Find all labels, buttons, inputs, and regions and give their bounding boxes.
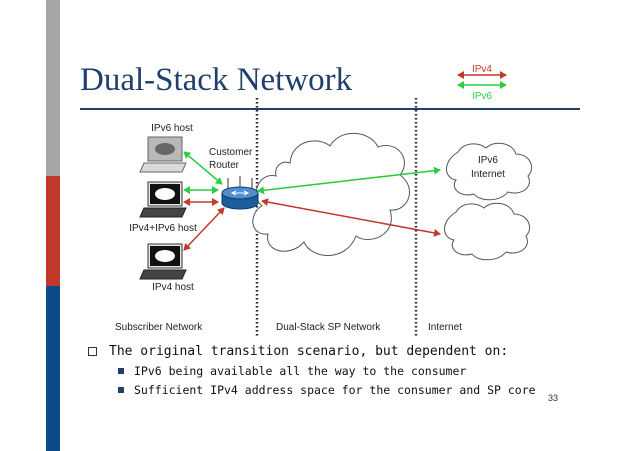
filled-square-bullet-icon (118, 368, 124, 374)
filled-square-bullet-icon (118, 387, 124, 393)
ipv6-internet-label-line2: Internet (471, 169, 505, 180)
router-label-line1: Customer (209, 147, 253, 158)
zone-label-internet: Internet (428, 322, 462, 333)
dual-stack-host-computer (139, 181, 187, 218)
ipv6-host-label: IPv6 host (151, 123, 193, 134)
bullet-sub-text: IPv6 being available all the way to the … (134, 364, 467, 378)
bullet-list: The original transition scenario, but de… (88, 344, 558, 397)
bullet-main-text: The original transition scenario, but de… (109, 344, 509, 359)
zone-label-sp: Dual-Stack SP Network (276, 322, 381, 333)
bullet-main: The original transition scenario, but de… (88, 344, 558, 359)
legend-ipv6-label: IPv6 (472, 91, 492, 102)
sp-network-cloud (252, 132, 410, 256)
link-ipv4-host-router (183, 207, 225, 251)
router-label-line2: Router (209, 160, 240, 171)
link-ipv6-host-router (183, 151, 223, 185)
ipv4-host-computer (139, 243, 187, 280)
zone-label-subscriber: Subscriber Network (115, 322, 203, 333)
ipv4-host-label: IPv4 host (152, 282, 194, 293)
customer-router-icon (221, 176, 259, 210)
ipv6-internet-cloud (446, 142, 532, 201)
ipv6-internet-label-line1: IPv6 (478, 155, 498, 166)
accent-bar-blue (46, 286, 60, 451)
bullet-sub: IPv6 being available all the way to the … (118, 364, 558, 378)
dual-stack-host-label: IPv4+IPv6 host (129, 223, 197, 234)
hollow-square-bullet-icon (88, 347, 97, 356)
bullet-sub: Sufficient IPv4 address space for the co… (118, 383, 558, 397)
title-underline (80, 108, 580, 110)
accent-bar-gray (46, 0, 60, 176)
bullet-sub-text: Sufficient IPv4 address space for the co… (134, 383, 536, 397)
link-router-ipv4-internet (261, 198, 441, 237)
link-router-ipv6-internet (257, 166, 441, 195)
ipv4-internet-cloud (444, 202, 530, 261)
accent-bar-red (46, 176, 60, 286)
slide-title: Dual-Stack Network (80, 62, 353, 98)
ipv6-host-computer (139, 136, 187, 173)
page-number: 33 (548, 393, 559, 403)
legend-ipv4-label: IPv4 (472, 64, 492, 75)
